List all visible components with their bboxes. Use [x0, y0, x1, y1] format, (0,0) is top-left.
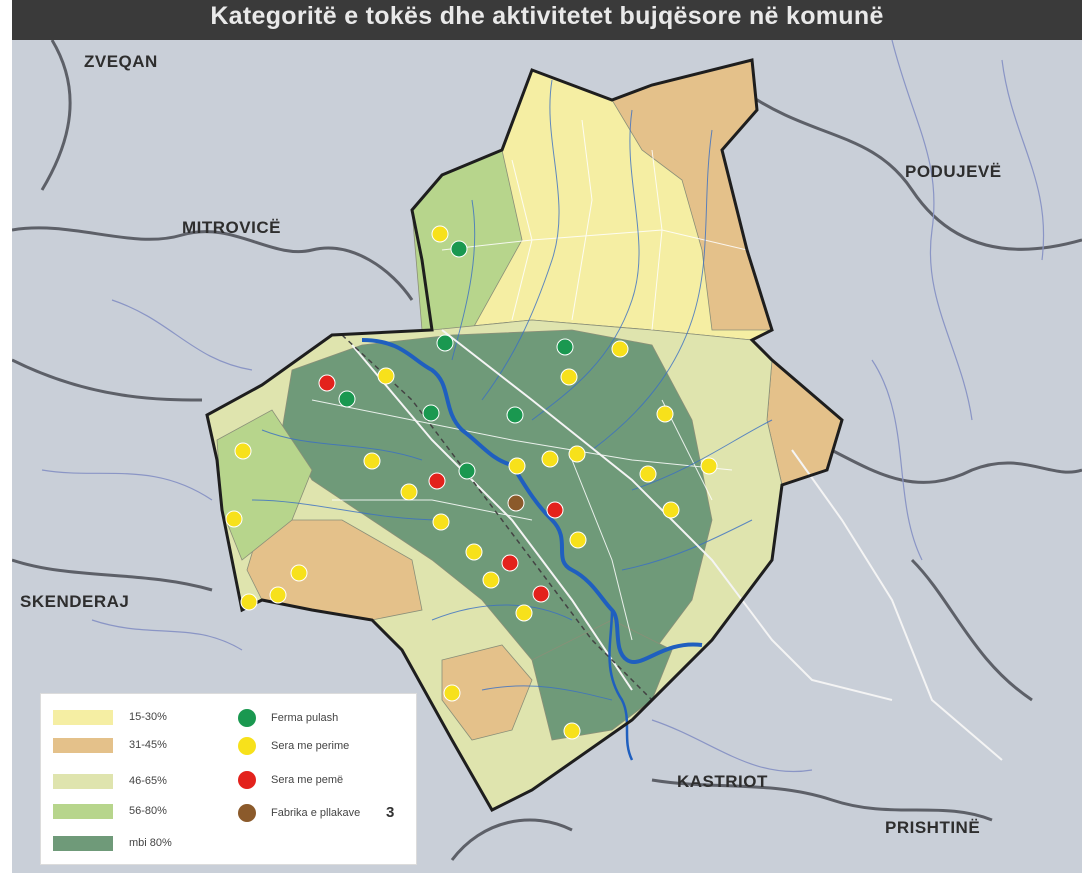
place-label-podujeve: PODUJEVË: [905, 162, 1002, 181]
zone-south-tan: [441, 644, 533, 741]
legend-dot-fabrika: [238, 804, 256, 822]
place-label-skenderaj: SKENDERAJ: [20, 592, 130, 611]
vegetable-greenhouse-marker: [569, 531, 587, 549]
vegetable-greenhouse-marker: [508, 457, 526, 475]
legend-swatch-31-45: [53, 738, 113, 753]
poultry-farm-marker: [506, 406, 524, 424]
vegetable-greenhouse-marker: [563, 722, 581, 740]
legend-swatch-56-80: [53, 804, 113, 819]
railway: [341, 334, 653, 701]
poultry-farm-marker: [338, 390, 356, 408]
vegetable-greenhouse-marker: [568, 445, 586, 463]
poultry-farm-marker: [556, 338, 574, 356]
vegetable-greenhouse-marker: [515, 604, 533, 622]
vegetable-greenhouse-marker: [377, 367, 395, 385]
place-label-zveqan: ZVEQAN: [84, 52, 158, 71]
vegetable-greenhouse-marker: [639, 465, 657, 483]
legend-label-sera-me-perime: Sera me perime: [271, 740, 350, 752]
legend-label-ferma-pulash: Ferma pulash: [271, 712, 339, 724]
fruit-greenhouse-marker: [532, 585, 550, 603]
legend-dot-sera-me-perime: [238, 737, 256, 755]
fruit-greenhouse-marker: [546, 501, 564, 519]
background-rivers: [41, 39, 1045, 773]
poultry-farm-marker: [450, 240, 468, 258]
place-label-mitrovice: MITROVICË: [182, 218, 281, 237]
legend-label-sera-me-peme: Sera me pemë: [271, 774, 344, 786]
legend-swatch-46-65: [53, 774, 113, 789]
legend-label-46-65: 46-65%: [129, 775, 167, 787]
vegetable-greenhouse-marker: [482, 571, 500, 589]
legend-label-56-80: 56-80%: [129, 805, 167, 817]
municipality-boundary: [205, 58, 844, 812]
internal-boundaries: [311, 119, 748, 641]
regional-borders: [12, 39, 1082, 861]
map-legend: 15-30% 31-45% 46-65% 56-80% mbi 80% Ferm…: [40, 693, 417, 865]
poultry-farm-marker: [422, 404, 440, 422]
fruit-greenhouse-marker: [501, 554, 519, 572]
poultry-farm-marker: [436, 334, 454, 352]
vegetable-greenhouse-marker: [240, 593, 258, 611]
legend-swatch-mbi-80: [53, 836, 113, 851]
vegetable-greenhouse-marker: [443, 684, 461, 702]
vegetable-greenhouse-marker: [662, 501, 680, 519]
vegetable-greenhouse-marker: [269, 586, 287, 604]
vegetable-greenhouse-marker: [225, 510, 243, 528]
fruit-greenhouse-marker: [428, 472, 446, 490]
tributary-river: [608, 609, 634, 761]
factory-marker: [507, 494, 525, 512]
streams: [251, 79, 773, 701]
fruit-greenhouse-marker: [318, 374, 336, 392]
land-zones: [206, 59, 843, 811]
vegetable-greenhouse-marker: [432, 513, 450, 531]
legend-swatch-15-30: [53, 710, 113, 725]
figure-number: 3: [386, 804, 395, 821]
legend-label-31-45: 31-45%: [129, 739, 167, 751]
legend-dot-sera-me-peme: [238, 771, 256, 789]
vegetable-greenhouse-marker: [400, 483, 418, 501]
place-label-kastriot: KASTRIOT: [677, 772, 768, 791]
vegetable-greenhouse-marker: [700, 457, 718, 475]
legend-label-fabrika: Fabrika e pllakave: [271, 807, 361, 819]
legend-dot-ferma-pulash: [238, 709, 256, 727]
vegetable-greenhouse-marker: [290, 564, 308, 582]
place-label-prishtine: PRISHTINË: [885, 818, 981, 837]
vegetable-greenhouse-marker: [541, 450, 559, 468]
legend-label-15-30: 15-30%: [129, 711, 167, 723]
activity-markers: [225, 225, 718, 740]
vegetable-greenhouse-marker: [465, 543, 483, 561]
vegetable-greenhouse-marker: [656, 405, 674, 423]
vegetable-greenhouse-marker: [431, 225, 449, 243]
legend-label-mbi-80: mbi 80%: [129, 837, 172, 849]
map-title: Kategoritë e tokës dhe aktivitetet bujqë…: [12, 0, 1082, 40]
main-river: [361, 338, 703, 664]
vegetable-greenhouse-marker: [234, 442, 252, 460]
vegetable-greenhouse-marker: [560, 368, 578, 386]
municipality-map: [12, 39, 1082, 861]
vegetable-greenhouse-marker: [611, 340, 629, 358]
vegetable-greenhouse-marker: [363, 452, 381, 470]
poultry-farm-marker: [458, 462, 476, 480]
map-frame: Kategoritë e tokës dhe aktivitetet bujqë…: [12, 0, 1082, 873]
roads: [351, 329, 1003, 761]
